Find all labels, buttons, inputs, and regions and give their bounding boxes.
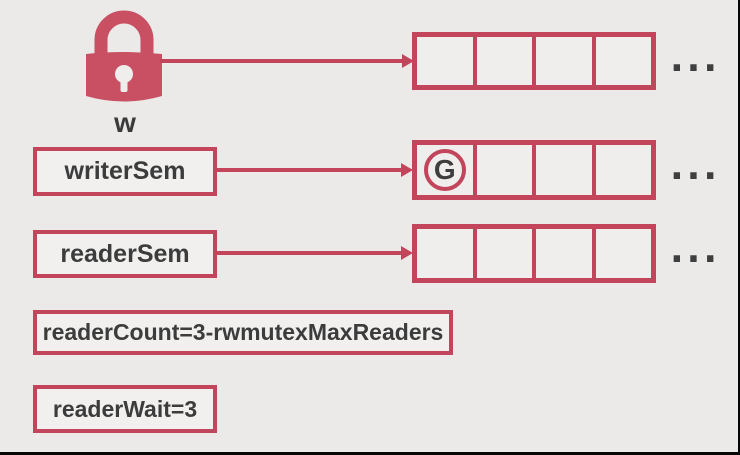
readersem-label: readerSem	[60, 239, 190, 268]
ellipsis: ...	[670, 230, 721, 271]
queue-cell	[591, 37, 652, 85]
frame-edge-bottom	[0, 452, 740, 455]
arrow-readersem-to-queue	[217, 246, 413, 260]
frame-edge-right	[738, 0, 740, 455]
writersem-queue: G	[412, 140, 656, 200]
readersem-queue	[412, 224, 656, 283]
ellipsis: ...	[670, 39, 721, 80]
queue-cell	[472, 229, 533, 278]
queue-cell	[532, 229, 592, 278]
queue-cell	[532, 37, 592, 85]
writersem-box: writerSem	[33, 147, 217, 196]
writer-lock-label: w	[114, 107, 136, 138]
arrow-writersem-to-queue	[217, 163, 413, 177]
readersem-box: readerSem	[33, 230, 217, 278]
queue-cell	[472, 145, 533, 195]
writersem-label: writerSem	[64, 157, 186, 185]
readerwait-box: readerWait=3	[33, 385, 217, 433]
queue-cell	[472, 37, 533, 85]
keyhole-icon	[115, 65, 133, 83]
queue-cell: G	[417, 145, 473, 195]
queue-cell	[417, 37, 473, 85]
queue-cell	[591, 229, 652, 278]
goroutine-badge: G	[423, 149, 466, 191]
queue-cell	[591, 145, 652, 195]
keyhole-stem	[120, 80, 128, 92]
padlock-icon	[86, 10, 162, 102]
ellipsis: ...	[670, 147, 721, 188]
arrow-lock-to-queue	[160, 54, 414, 68]
lock-queue	[412, 32, 656, 90]
readerwait-label: readerWait=3	[52, 395, 198, 422]
queue-cell	[532, 145, 592, 195]
readercount-box: readerCount=3-rwmutexMaxReaders	[33, 310, 453, 355]
padlock-shackle	[94, 10, 154, 56]
readercount-label: readerCount=3-rwmutexMaxReaders	[42, 319, 444, 345]
queue-cell	[417, 229, 473, 278]
